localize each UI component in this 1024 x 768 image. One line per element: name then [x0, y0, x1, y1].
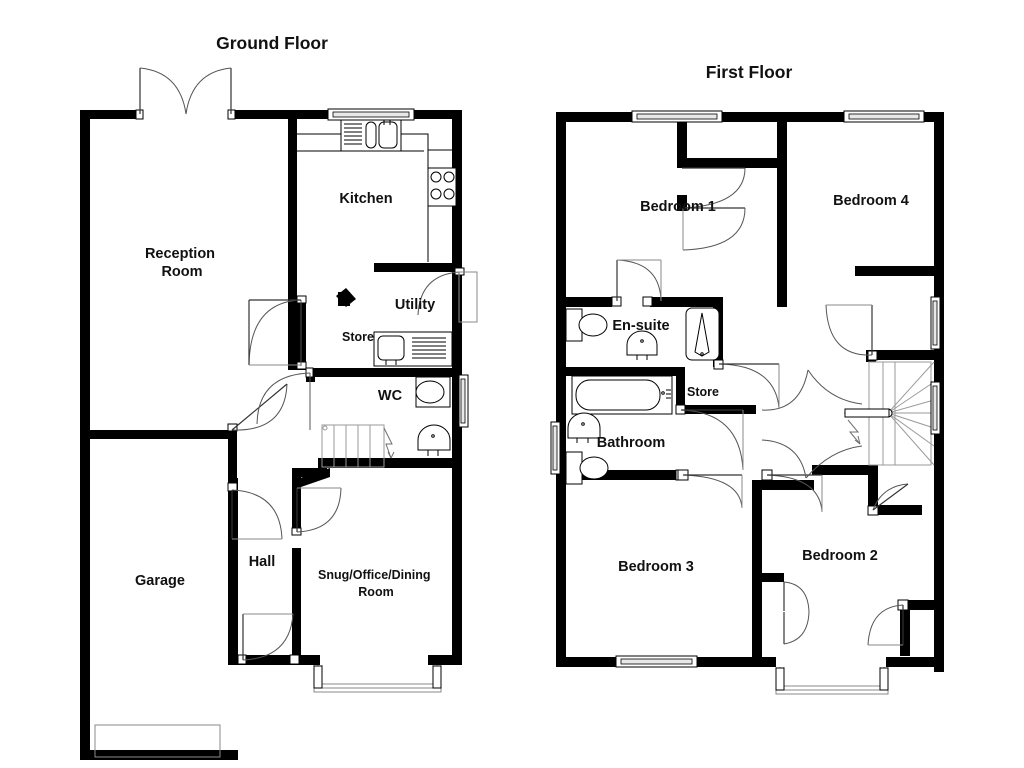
label-store-first: Store	[687, 385, 719, 399]
first-floor-windows	[550, 110, 941, 695]
wc-toilet-pan	[415, 380, 445, 404]
snug-door[interactable]	[291, 487, 342, 536]
landing-window	[930, 381, 941, 435]
kitchen-hob	[427, 167, 457, 207]
ground-staircase	[321, 424, 395, 468]
garage-door	[94, 724, 221, 758]
label-wc: WC	[378, 388, 403, 404]
first-floor-labels: Bedroom 1 Bedroom 4 En-suite Store Bathr…	[597, 193, 909, 575]
ground-floor-plan: Reception Room Kitchen Utility Store WC …	[80, 67, 478, 760]
bathroom-bath	[571, 375, 673, 415]
bedroom4-door[interactable]	[825, 304, 878, 361]
label-bathroom: Bathroom	[597, 435, 665, 451]
label-bedroom-1: Bedroom 1	[640, 199, 716, 215]
bedroom4-window	[843, 110, 925, 123]
wc-fixtures	[415, 376, 451, 456]
label-reception-room: Reception Room	[145, 246, 219, 280]
utility-fixtures	[373, 331, 453, 367]
hall-garage-door[interactable]	[227, 482, 283, 540]
ensuite-door[interactable]	[611, 259, 662, 307]
bedroom2-side-door[interactable]	[867, 599, 909, 646]
utility-door[interactable]	[417, 267, 478, 323]
french-doors[interactable]	[135, 67, 236, 120]
bedroom3-window	[615, 655, 698, 668]
wc-basin	[417, 424, 451, 451]
kitchen-drainer	[344, 123, 362, 145]
kitchen-window	[327, 108, 415, 121]
bedroom2-cupboard-doors[interactable]	[783, 581, 810, 645]
bathroom-toilet-pan	[579, 456, 609, 480]
bedroom1-door[interactable]	[682, 167, 746, 251]
bedroom3-door[interactable]	[677, 469, 743, 509]
ensuite-basin	[626, 330, 658, 356]
bathroom-window	[550, 421, 561, 475]
bathroom-door[interactable]	[675, 404, 744, 481]
label-garage: Garage	[135, 573, 185, 589]
label-kitchen: Kitchen	[339, 191, 392, 207]
landing-doors[interactable]	[761, 369, 863, 479]
label-store-ground: Store	[342, 330, 374, 344]
label-bedroom-2: Bedroom 2	[802, 548, 878, 564]
utility-side-window	[458, 374, 469, 428]
wc-door[interactable]	[256, 367, 314, 430]
bedroom2-bay-window	[775, 667, 889, 695]
kitchen-sink-bowl-large	[378, 121, 398, 149]
label-en-suite: En-suite	[612, 318, 669, 334]
ground-floor-doors	[135, 67, 478, 665]
store-door[interactable]	[248, 295, 307, 370]
winder-staircase	[844, 361, 935, 466]
snug-bay-window	[313, 665, 442, 693]
ground-floor-labels: Reception Room Kitchen Utility Store WC …	[135, 191, 435, 599]
first-floor-plan: Bedroom 1 Bedroom 4 En-suite Store Bathr…	[550, 110, 944, 695]
store-door-first[interactable]	[713, 359, 780, 409]
first-floor-doors	[611, 167, 909, 646]
ensuite-toilet-pan	[578, 313, 608, 337]
bedroom1-window	[631, 110, 723, 123]
utility-sink-bowl	[377, 335, 405, 361]
bathroom-fixtures	[565, 375, 673, 485]
ensuite-fixtures	[565, 307, 720, 361]
bedroom4-side-window	[930, 296, 941, 350]
first-floor-title: First Floor	[706, 62, 793, 82]
entrance-door[interactable]	[237, 613, 300, 665]
kitchen-sink-bowl-small	[365, 121, 377, 149]
label-bedroom-4: Bedroom 4	[833, 193, 909, 209]
utility-drainer	[412, 337, 446, 359]
bathroom-basin	[567, 412, 601, 439]
ground-floor-walls	[80, 110, 462, 760]
ground-floor-title: Ground Floor	[216, 33, 328, 53]
label-snug-office-dining-room: Snug/Office/Dining Room	[318, 568, 434, 599]
bedroom2-door[interactable]	[761, 469, 823, 513]
ensuite-shower	[685, 307, 720, 361]
ground-floor-windows	[94, 108, 469, 758]
kitchen-fixtures	[340, 118, 457, 207]
label-utility: Utility	[395, 297, 435, 313]
bedroom4-lower-door[interactable]	[867, 483, 909, 516]
label-bedroom-3: Bedroom 3	[618, 559, 694, 575]
label-hall: Hall	[249, 554, 276, 570]
